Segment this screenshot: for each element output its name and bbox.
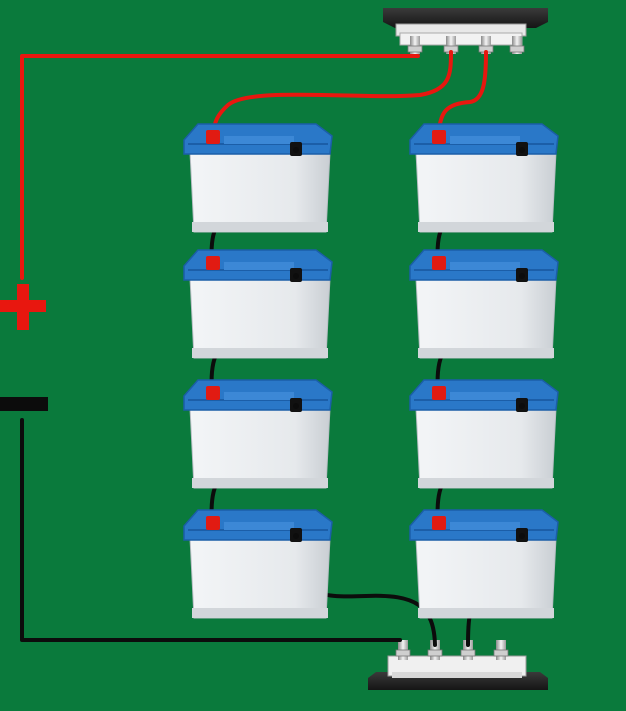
main-negative-lead [20,418,402,642]
terminal-clamp [293,533,299,539]
main-positive-lead [20,54,420,280]
positive-terminal [206,256,220,270]
terminal-clamp [519,533,525,539]
battery [409,123,559,233]
terminal-clamp [519,147,525,153]
battery [183,509,333,619]
bus-terminal [509,36,525,54]
battery [409,379,559,489]
battery-bank [183,123,559,619]
positive-terminal [206,130,220,144]
battery-body [415,407,557,489]
terminal-clamp [519,403,525,409]
positive-terminal [432,516,446,530]
positive-terminal [432,256,446,270]
negative-bus-bar [368,640,548,690]
battery-body [189,277,331,359]
terminal-clamp [293,147,299,153]
positive-wire [212,50,453,134]
battery [409,249,559,359]
battery [183,249,333,359]
bus-terminal [395,640,411,660]
battery [183,379,333,489]
terminal-clamp [293,403,299,409]
positive-terminal [432,386,446,400]
battery [409,509,559,619]
bus-terminal [427,640,443,660]
battery-body [189,537,331,619]
positive-wire [436,50,488,134]
battery-body [189,151,331,233]
positive-bus-bar [383,8,548,54]
battery-body [189,407,331,489]
terminal-clamp [293,273,299,279]
battery-body [415,537,557,619]
battery-body [415,277,557,359]
positive-terminal [206,516,220,530]
bus-terminal [407,36,423,54]
bus-terminal [493,640,509,660]
battery [183,123,333,233]
positive-terminal [206,386,220,400]
positive-symbol [0,284,46,330]
negative-symbol [0,397,48,411]
battery-body [415,151,557,233]
bus-terminal [460,640,476,660]
terminal-clamp [519,273,525,279]
positive-terminal [432,130,446,144]
